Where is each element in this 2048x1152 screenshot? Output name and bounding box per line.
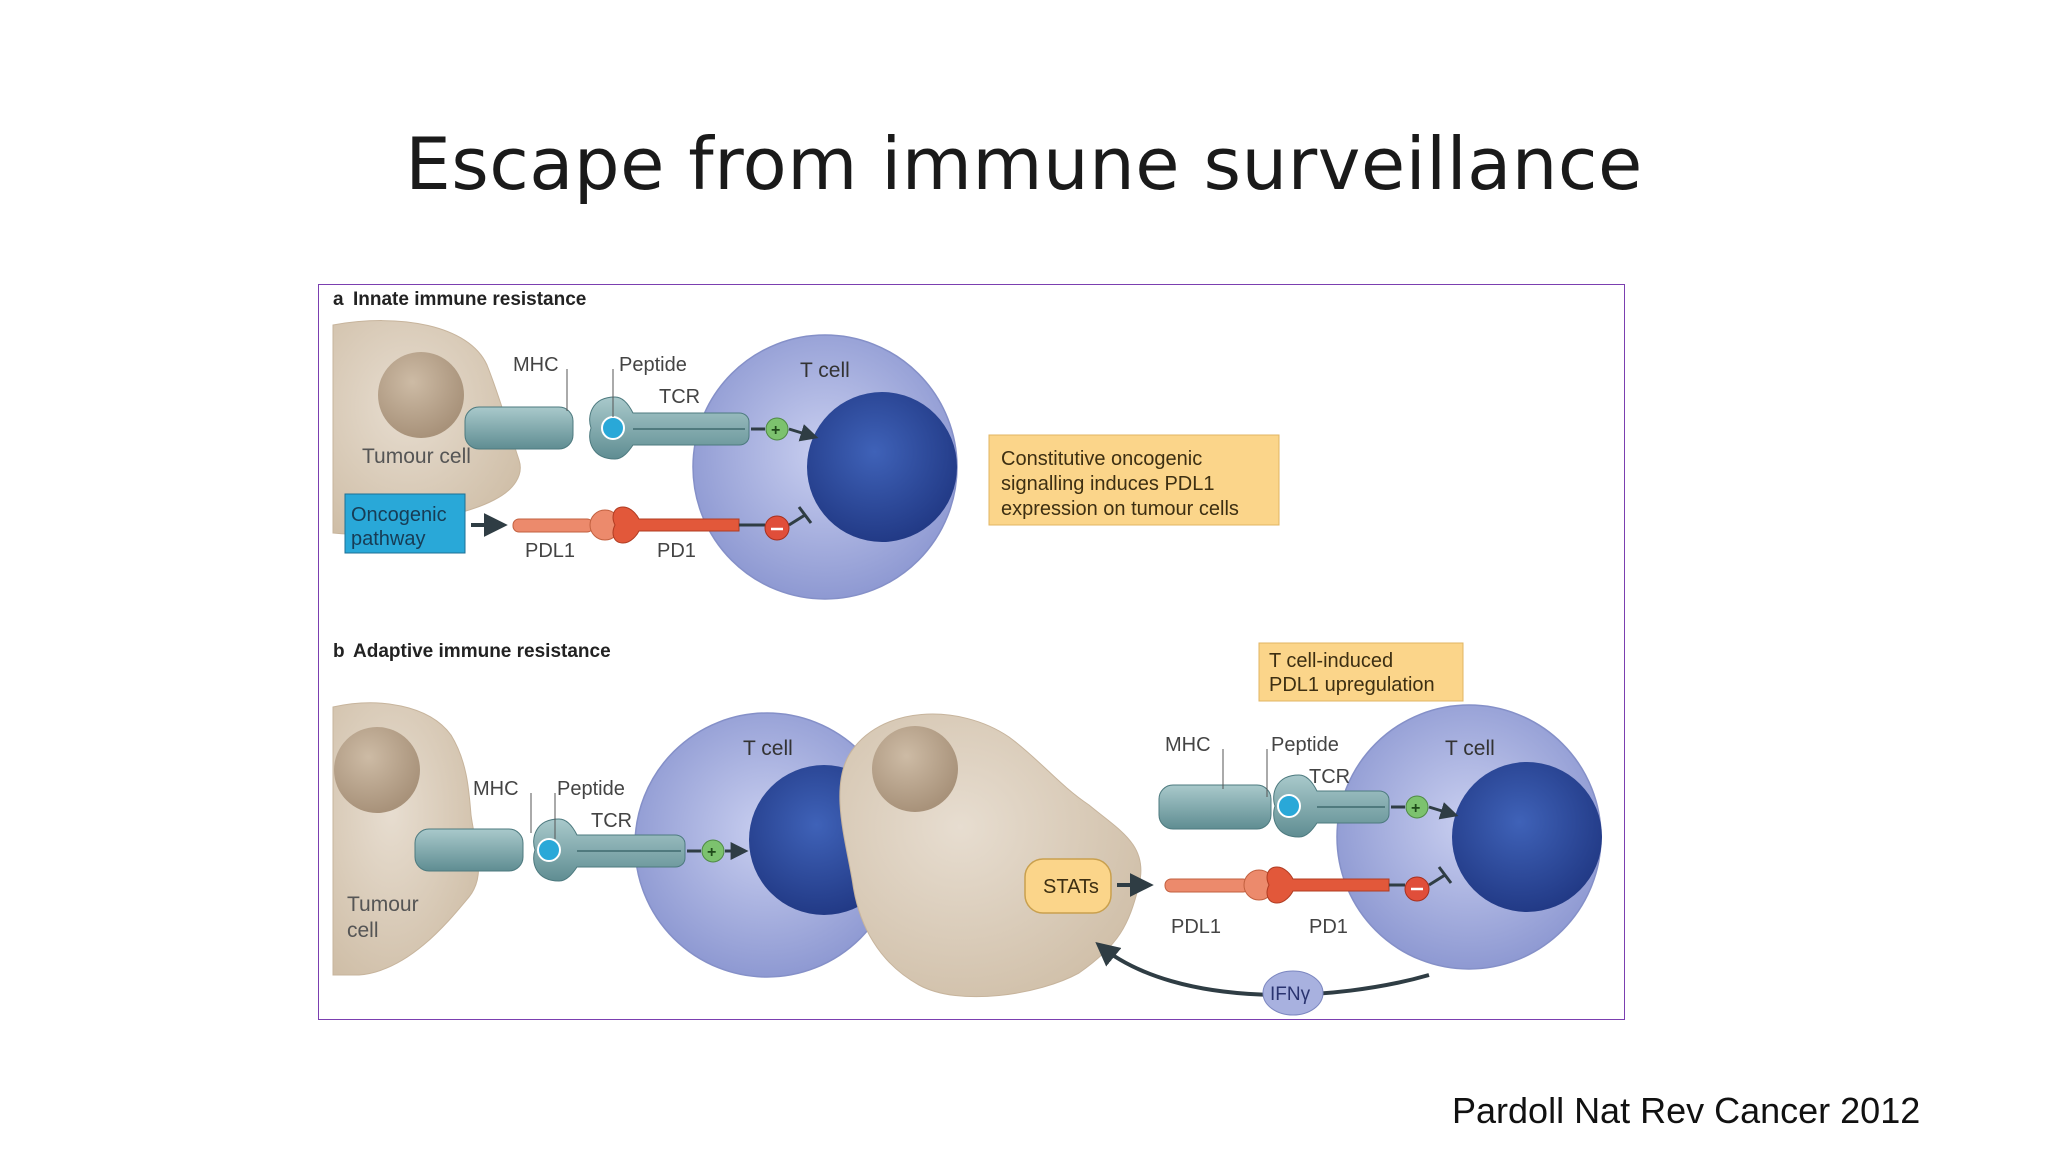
peptide-b-right [1277, 794, 1301, 818]
ifng-arrow [1095, 941, 1430, 997]
panel-a-heading: Innate immune resistance [353, 289, 586, 310]
tcr-label-a: TCR [659, 386, 700, 408]
inhibit-bar-b [1437, 866, 1453, 884]
panel-b-heading: Adaptive immune resistance [353, 641, 611, 662]
figure-frame: a Innate immune resistance Tumour cell O… [318, 284, 1625, 1020]
svg-text:+: + [771, 422, 780, 439]
plus-signal-b-left [701, 839, 725, 863]
oncogenic-pathway-box [344, 493, 466, 554]
note-a-line-1: Constitutive oncogenic [1001, 448, 1202, 470]
tcr-label-b: TCR [591, 810, 632, 832]
tcell-label-b-2: T cell [1445, 737, 1495, 760]
peptide-b-left [537, 838, 561, 862]
pdl1-a [512, 518, 594, 533]
peptide-a [601, 416, 625, 440]
pdl1-b [1164, 878, 1250, 893]
stats-label: STATs [1043, 876, 1099, 898]
pd1-label-a: PD1 [657, 540, 696, 562]
citation: Pardoll Nat Rev Cancer 2012 [1452, 1090, 1921, 1131]
svg-text:+: + [707, 844, 716, 861]
tcr-b-left [533, 818, 686, 882]
plus-signal-a [765, 417, 789, 441]
note-box-a [988, 434, 1280, 526]
pd1-a [612, 506, 740, 544]
mhc-label-b: MHC [473, 778, 519, 800]
stats-box [1024, 858, 1112, 914]
note-a-line-3: expression on tumour cells [1001, 498, 1239, 520]
mhc-b-right [1158, 784, 1272, 830]
tcell-label-b: T cell [743, 737, 793, 760]
panel-a-letter: a [333, 289, 344, 310]
stim-arrow-a [788, 424, 819, 442]
note-box-b [1258, 642, 1464, 702]
tumour-nucleus-b-left [334, 727, 420, 813]
tcell-nucleus-a [807, 392, 957, 542]
diagram-svg: a Innate immune resistance Tumour cell O… [332, 289, 1602, 1016]
tcell-nucleus-b-right [1452, 762, 1602, 912]
mhc-label-a: MHC [513, 354, 559, 376]
mhc-b-left [414, 828, 524, 872]
oncogenic-pathway-label-1: Oncogenic [351, 504, 447, 526]
mhc-label-b-2: MHC [1165, 734, 1211, 756]
note-b-line-2: PDL1 upregulation [1269, 674, 1435, 696]
slide-title: Escape from immune surveillance [405, 122, 1643, 206]
tcr-label-b-2: TCR [1309, 766, 1350, 788]
tumour-nucleus-b-right [872, 726, 958, 812]
pdl1-label-b: PDL1 [1171, 916, 1221, 938]
mhc-a [464, 406, 574, 450]
panel-b-letter: b [333, 641, 345, 662]
tcr-a [589, 396, 750, 460]
inhibit-bar-a [797, 506, 813, 524]
tcr-b-right [1273, 774, 1390, 838]
tumour-label-b-2: cell [347, 919, 379, 942]
tumour-label-b-1: Tumour [347, 893, 419, 916]
tumour-label-a: Tumour cell [362, 445, 471, 468]
pd1-b [1266, 866, 1390, 904]
peptide-label-b-2: Peptide [1271, 734, 1339, 756]
peptide-label-b: Peptide [557, 778, 625, 800]
svg-text:+: + [1411, 800, 1420, 817]
tcell-label-a: T cell [800, 359, 850, 382]
tumour-nucleus-a [378, 352, 464, 438]
pd1-label-b: PD1 [1309, 916, 1348, 938]
peptide-label-a: Peptide [619, 354, 687, 376]
note-b-line-1: T cell-induced [1269, 650, 1393, 672]
ifng-label: IFNγ [1270, 984, 1311, 1005]
note-a-line-2: signalling induces PDL1 [1001, 473, 1214, 495]
plus-signal-b-right [1405, 795, 1429, 819]
ifng-node [1262, 970, 1324, 1016]
pdl1-label-a: PDL1 [525, 540, 575, 562]
oncogenic-pathway-label-2: pathway [351, 528, 426, 550]
